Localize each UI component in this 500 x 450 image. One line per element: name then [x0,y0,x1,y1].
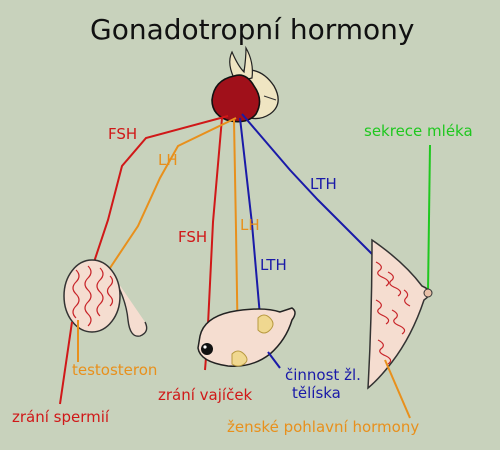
milk-secretion-label: sekrece mléka [364,122,473,140]
testis-icon [63,259,148,337]
female-hormones-line [384,359,411,419]
corpus-luteum-label-line2: tělíska [292,384,341,402]
sperm-maturation-label: zrání spermií [12,408,110,426]
fsh-label-mid: FSH [178,228,208,246]
ovary-icon [197,307,296,367]
lth-label-mid: LTH [260,256,287,274]
fsh-label-top: FSH [108,125,138,143]
egg-maturation-label: zrání vajíček [158,386,253,404]
corpus-line [267,351,281,369]
milk-line [427,144,431,293]
pituitary-gland-icon [211,45,279,123]
lh-label-top: LH [158,151,178,169]
breast-icon [367,238,433,390]
page-title: Gonadotropní hormony [90,13,415,46]
lth-label-top: LTH [310,175,337,193]
sperm-line [59,321,73,405]
female-hormones-label: ženské pohlavní hormony [227,418,420,436]
testosterone-label: testosteron [72,361,158,379]
corpus-luteum-label-line1: činnost žl. [285,366,361,384]
lh-label-mid: LH [240,216,260,234]
lth-lines [239,113,373,317]
